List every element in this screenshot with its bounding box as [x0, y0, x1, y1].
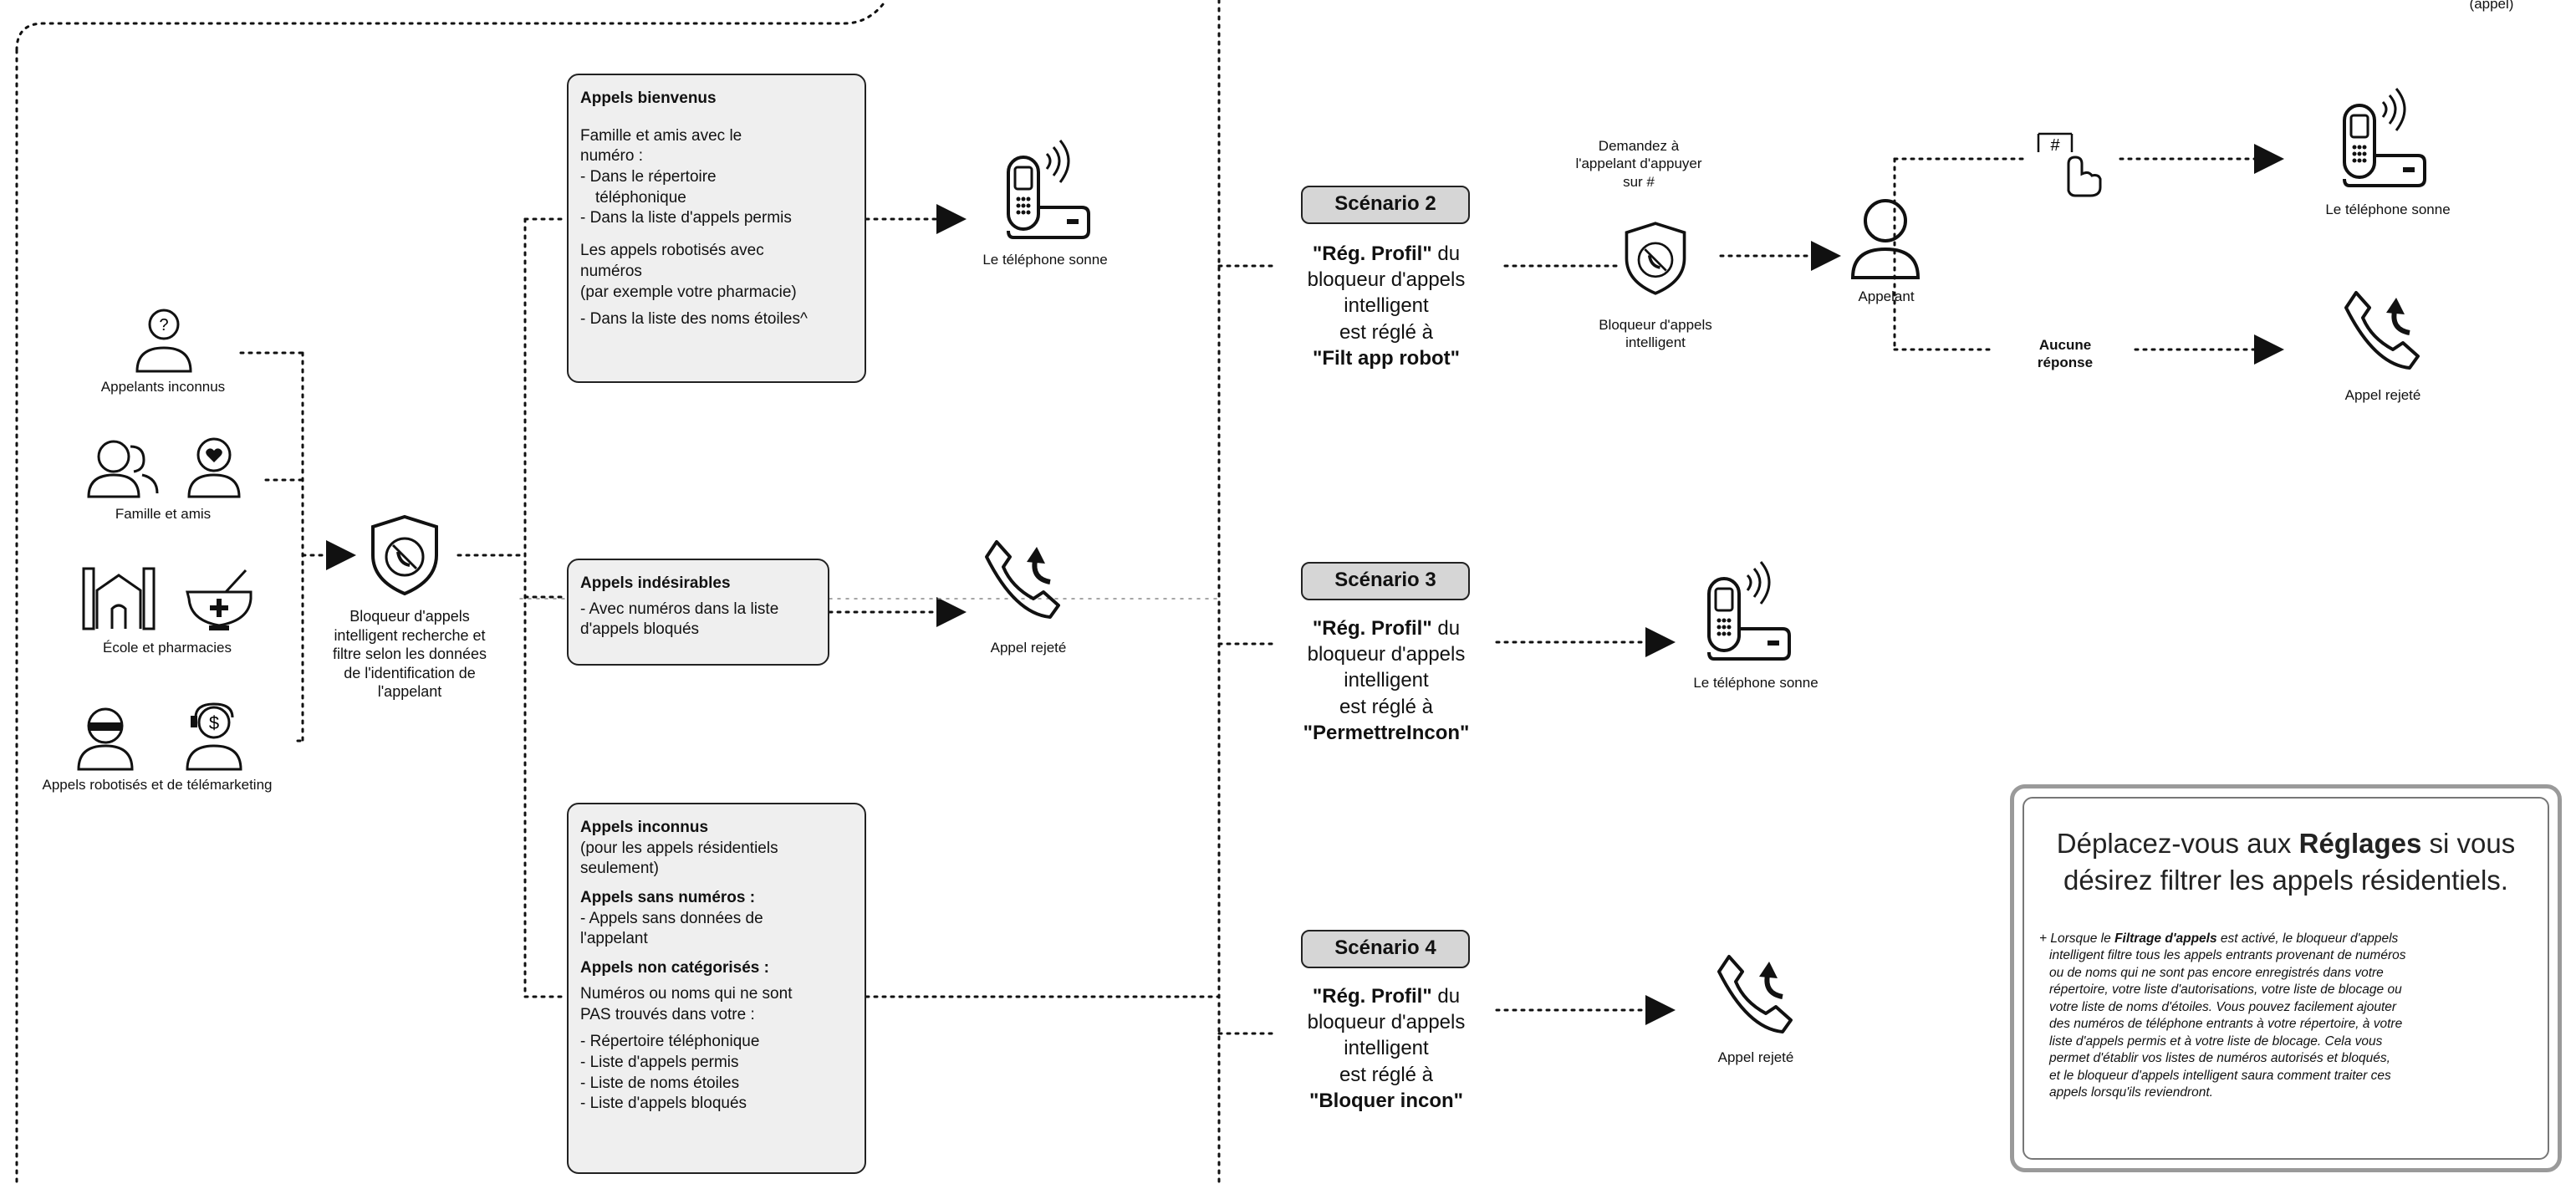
telemarketer-icon: $	[186, 702, 242, 771]
source-robo-label: Appels robotisés et de télémarketing	[42, 777, 273, 793]
scenario-3-text: "Rég. Profil" du bloqueur d'appels intel…	[1303, 617, 1470, 744]
ringing-phone-icon	[1007, 140, 1090, 239]
ringing-phone-icon-3	[1707, 561, 1791, 661]
settings-note-box: Déplacez-vous aux Réglages si vous désir…	[2010, 784, 2562, 1172]
school-icon	[82, 567, 156, 630]
source-unknown-label: Appelants inconnus	[100, 379, 226, 395]
caller-label: Appelant	[1858, 288, 1915, 304]
svg-text:#: #	[2050, 136, 2060, 155]
unwanted-calls-title: Appels indésirables	[580, 574, 731, 592]
scenario-2-text: "Rég. Profil" du bloqueur d'appels intel…	[1307, 242, 1466, 370]
source-family-label: Famille et amis	[115, 506, 212, 522]
outcome-rings-label-2: Le téléphone sonne	[2325, 202, 2451, 217]
blocker-2-label: Bloqueur d'appels intelligent	[1599, 317, 1712, 351]
scenario-4-badge: Scénario 4	[1301, 930, 1470, 968]
top-right-fragment: (appel)	[2469, 0, 2514, 12]
note-body: + Lorsque le Filtrage d'appels est activ…	[2039, 931, 2406, 1100]
masked-caller-icon	[77, 707, 134, 771]
svg-text:$: $	[209, 712, 219, 733]
no-answer-label: Aucune réponse	[2037, 337, 2094, 371]
outcome-rejected-label-3: Appel rejeté	[1717, 1049, 1794, 1065]
unknown-calls-title: Appels inconnus	[580, 819, 709, 836]
keypad-hash-press-icon: #	[2037, 132, 2102, 197]
ringing-phone-icon-2	[2343, 88, 2426, 187]
blocker-left-label: Bloqueur d'appels intelligent recherche …	[332, 608, 487, 700]
smart-call-blocker-shield-icon	[371, 514, 438, 596]
source-school-label: École et pharmacies	[102, 640, 232, 656]
scenario-4-text: "Rég. Profil" du bloqueur d'appels intel…	[1307, 985, 1466, 1112]
note-heading: Déplacez-vous aux Réglages si vous désir…	[2056, 828, 2516, 896]
smart-call-blocker-shield-icon-2	[1625, 222, 1686, 295]
rejected-call-icon	[985, 540, 1060, 619]
family-friends-icon	[87, 440, 159, 498]
scenario-2-badge: Scénario 2	[1301, 186, 1470, 224]
svg-text:?: ?	[159, 316, 168, 334]
pharmacy-mortar-icon	[186, 569, 252, 630]
ask-caller-label: Demandez à l'appelant d'appuyer sur #	[1575, 138, 1702, 190]
unknown-calls-box: Appels inconnus (pour les appels résiden…	[567, 803, 866, 1174]
scenario-3-badge: Scénario 3	[1301, 562, 1470, 600]
outcome-rings-label-1: Le téléphone sonne	[982, 252, 1108, 268]
caller-person-icon	[1850, 199, 1921, 279]
outcome-rejected-label-1: Appel rejeté	[990, 640, 1067, 656]
welcome-calls-title: Appels bienvenus	[580, 89, 717, 107]
welcome-calls-box: Appels bienvenus Famille et amis avec le…	[567, 74, 866, 383]
unknown-caller-icon: ?	[135, 309, 192, 373]
unwanted-calls-box: Appels indésirables - Avec numéros dans …	[567, 559, 829, 666]
heart-person-icon	[187, 437, 241, 498]
outcome-rejected-label-2: Appel rejeté	[2344, 387, 2421, 403]
outcome-rings-label-3: Le téléphone sonne	[1693, 675, 1819, 691]
rejected-call-icon-3	[1717, 955, 1793, 1033]
rejected-call-icon-2	[2344, 291, 2420, 370]
